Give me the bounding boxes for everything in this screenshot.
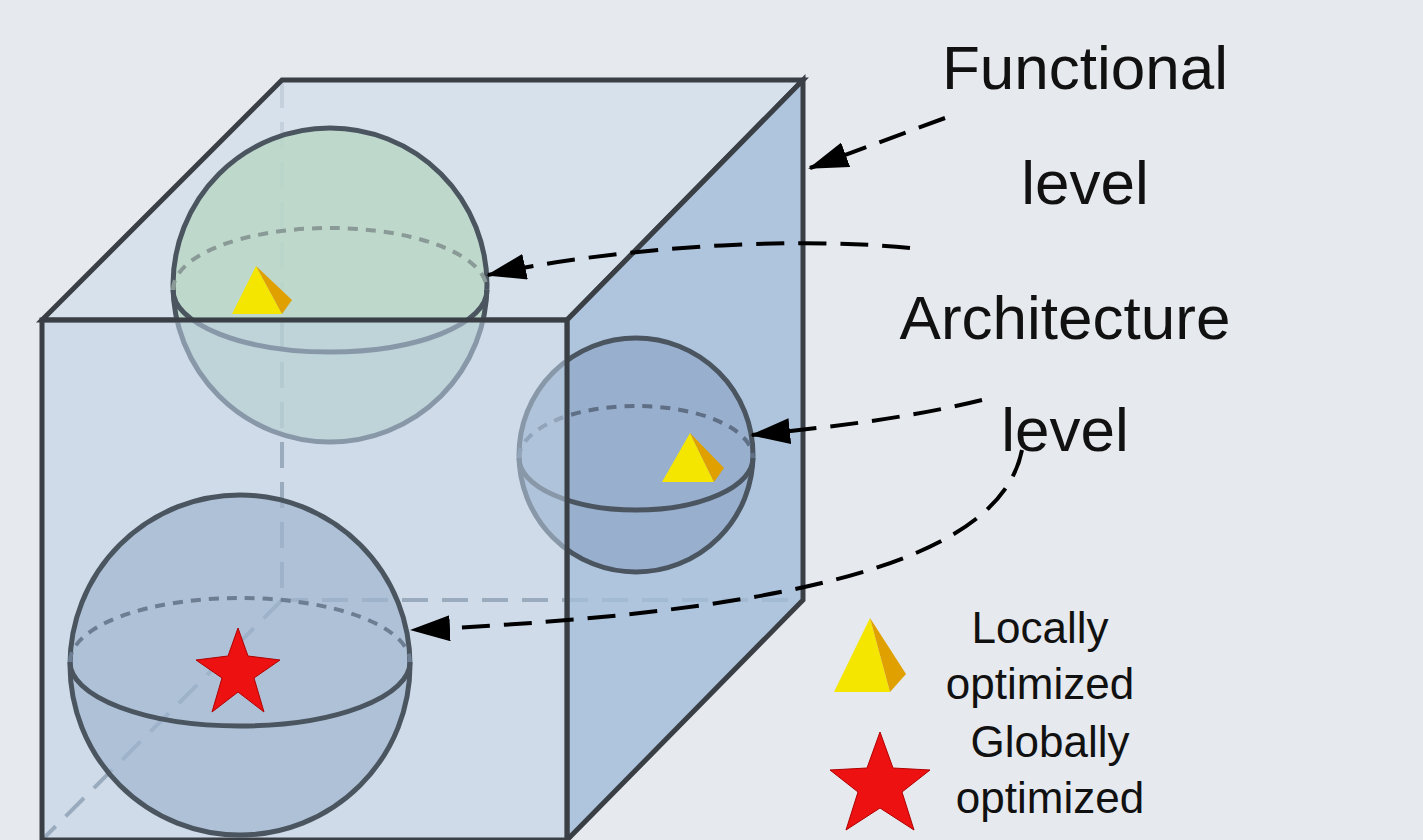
callout-label: Functional level (942, 10, 1228, 240)
legend-star-icon (830, 732, 930, 830)
leader-lines (412, 118, 1022, 630)
legend-pyramid-icon (834, 618, 906, 692)
global-optimum-star (196, 628, 280, 712)
local-optimum-pyramid (662, 433, 724, 482)
local-optimum-pyramid (232, 266, 292, 314)
legend-text: Globally optimized (956, 714, 1144, 826)
legend-text: Locally optimized (946, 600, 1134, 712)
architecture-sphere-large (70, 495, 410, 835)
callout-label: Architecture level (900, 262, 1231, 486)
cube-front-face (42, 320, 567, 840)
